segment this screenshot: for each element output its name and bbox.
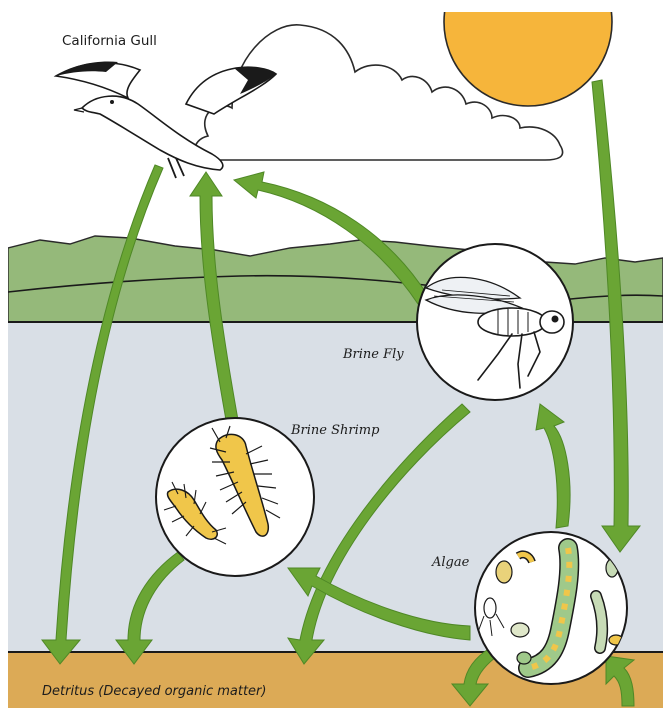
brine-fly-bubble [417, 244, 573, 400]
algae-bubble [475, 532, 627, 684]
label-brine-fly: Brine Fly [342, 347, 404, 362]
label-brine-shrimp: Brine Shrimp [290, 423, 380, 438]
label-detritus: Detritus (Decayed organic matter) [42, 684, 266, 699]
label-algae: Algae [431, 555, 470, 570]
label-california-gull: California Gull [62, 33, 157, 49]
brine-shrimp-bubble [156, 418, 314, 576]
